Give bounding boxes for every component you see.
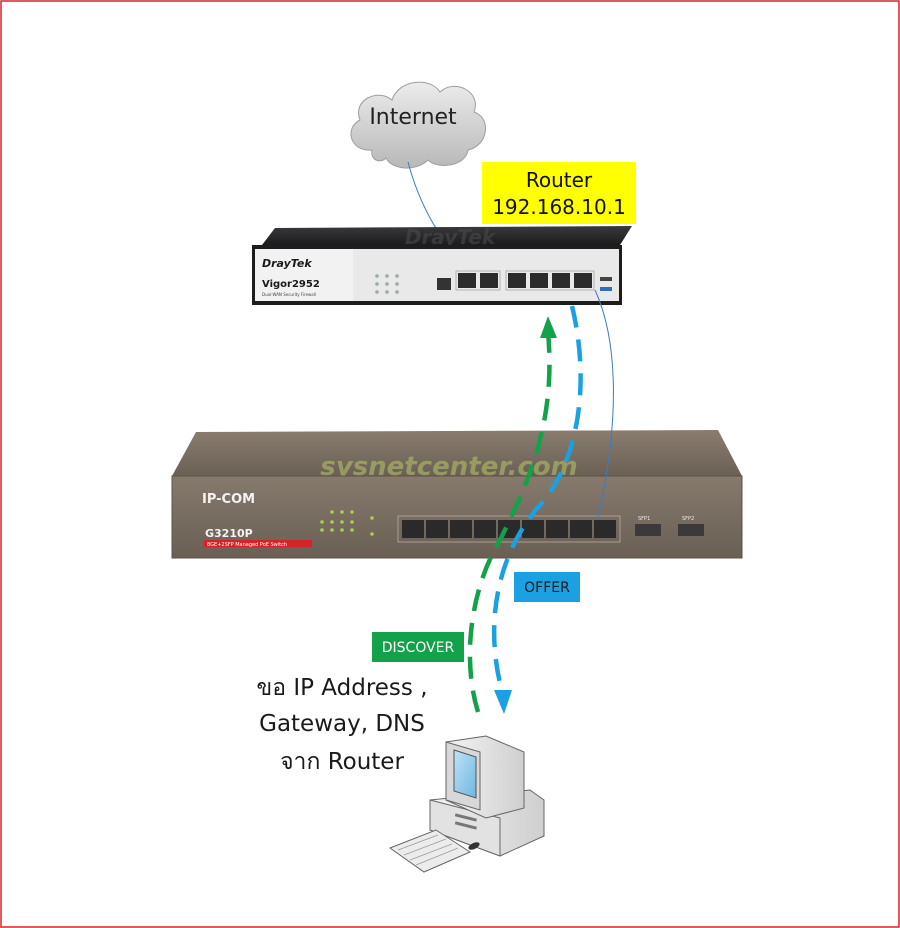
router-callout: Router 192.168.10.1 <box>482 162 636 224</box>
router-model: Vigor2952 <box>262 279 320 290</box>
client-pc <box>388 735 545 873</box>
router-ports <box>458 273 592 288</box>
discover-arrow <box>467 331 552 713</box>
client-text-line1: ขอ IP Address , <box>256 675 427 701</box>
router-brand: DrayTek <box>262 257 312 270</box>
switch-brand: IP-COM <box>202 492 255 507</box>
offer-arrowhead <box>494 690 512 714</box>
discover-arrowhead <box>540 316 557 338</box>
discover-text: DISCOVER <box>382 640 455 656</box>
switch-sfp2-label: SFP2 <box>682 516 694 522</box>
client-request-text: ขอ IP Address , Gateway, DNS จาก Router <box>256 675 427 775</box>
router-callout-ip: 192.168.10.1 <box>492 195 626 219</box>
lan-cable <box>594 289 614 519</box>
offer-label: OFFER <box>514 572 580 602</box>
switch-sfp1-label: SFP1 <box>638 516 650 522</box>
router-callout-title: Router <box>526 168 593 192</box>
router-subtitle: Dual-WAN Security Firewall <box>262 292 316 297</box>
offer-arrow <box>491 305 583 696</box>
internet-cloud: Internet <box>350 81 486 169</box>
internet-label: Internet <box>369 105 457 130</box>
client-text-line2: Gateway, DNS <box>259 711 425 737</box>
switch-badge <box>204 540 312 547</box>
ipcom-switch: sysnetcenter.com IP-COM G3210P 8GE+2SFP … <box>171 430 743 559</box>
switch-ports <box>402 520 616 538</box>
router-callout-box <box>482 162 636 224</box>
draytek-router: DrayTek DrayTek Vigor2952 Dual-WAN Secur… <box>252 225 632 305</box>
pc-screen <box>453 749 477 799</box>
switch-subtitle: 8GE+2SFP Managed PoE Switch <box>207 542 287 548</box>
client-text-line3: จาก Router <box>280 749 404 775</box>
offer-text: OFFER <box>524 580 570 596</box>
switch-model: G3210P <box>205 527 253 540</box>
discover-label: DISCOVER <box>372 632 464 662</box>
